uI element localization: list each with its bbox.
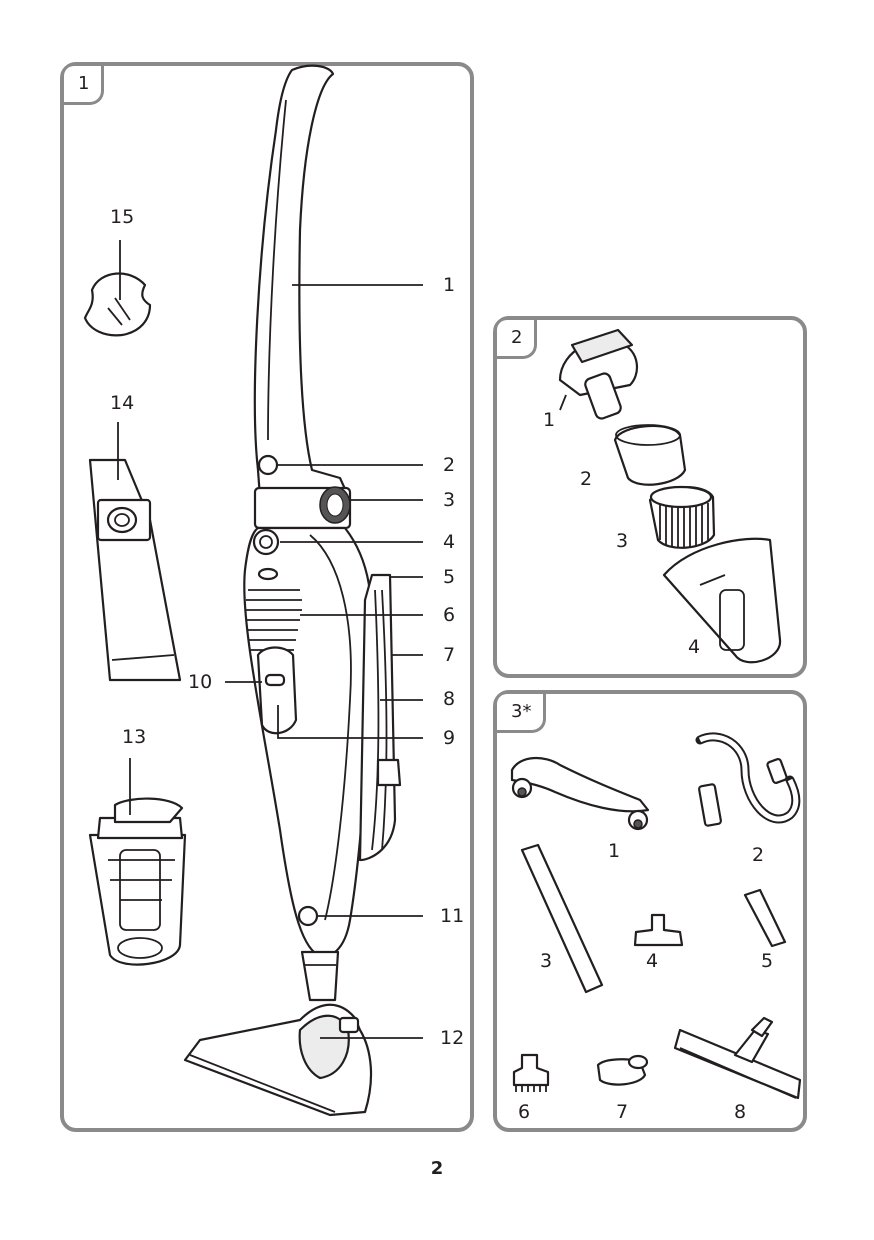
fig3-callout-4: 4 — [646, 950, 659, 972]
fig3-callout-6: 6 — [518, 1101, 531, 1123]
fig1-callout-10: 10 — [188, 671, 213, 693]
fig1-callout-12: 12 — [440, 1027, 465, 1049]
fig1-callout-11: 11 — [440, 905, 465, 927]
fig2-callout-4: 4 — [688, 636, 701, 658]
fig1-callout-7: 7 — [443, 644, 456, 666]
fig1-callout-8: 8 — [443, 688, 456, 710]
figure-3-tab: 3* — [497, 694, 547, 733]
fig2-callout-2: 2 — [580, 468, 593, 490]
fig1-callout-4: 4 — [443, 531, 456, 553]
fig1-callout-2: 2 — [443, 454, 456, 476]
fig3-callout-5: 5 — [761, 950, 774, 972]
fig1-callout-3: 3 — [443, 489, 456, 511]
fig1-callout-6: 6 — [443, 604, 456, 626]
fig3-callout-2: 2 — [752, 844, 765, 866]
fig2-callout-1: 1 — [543, 409, 556, 431]
fig1-callout-1: 1 — [443, 274, 456, 296]
fig3-callout-3: 3 — [540, 950, 553, 972]
fig3-callout-8: 8 — [734, 1101, 747, 1123]
fig1-callout-14: 14 — [110, 392, 135, 414]
fig2-callout-3: 3 — [616, 530, 629, 552]
fig1-callout-5: 5 — [443, 566, 456, 588]
fig3-callout-7: 7 — [616, 1101, 629, 1123]
fig3-callout-1: 1 — [608, 840, 621, 862]
figure-2-tab: 2 — [497, 320, 538, 359]
fig1-callout-13: 13 — [122, 726, 147, 748]
page-number: 2 — [430, 1158, 444, 1179]
fig1-callout-9: 9 — [443, 727, 456, 749]
fig1-callout-15: 15 — [110, 206, 135, 228]
figure-1-tab: 1 — [64, 66, 105, 105]
